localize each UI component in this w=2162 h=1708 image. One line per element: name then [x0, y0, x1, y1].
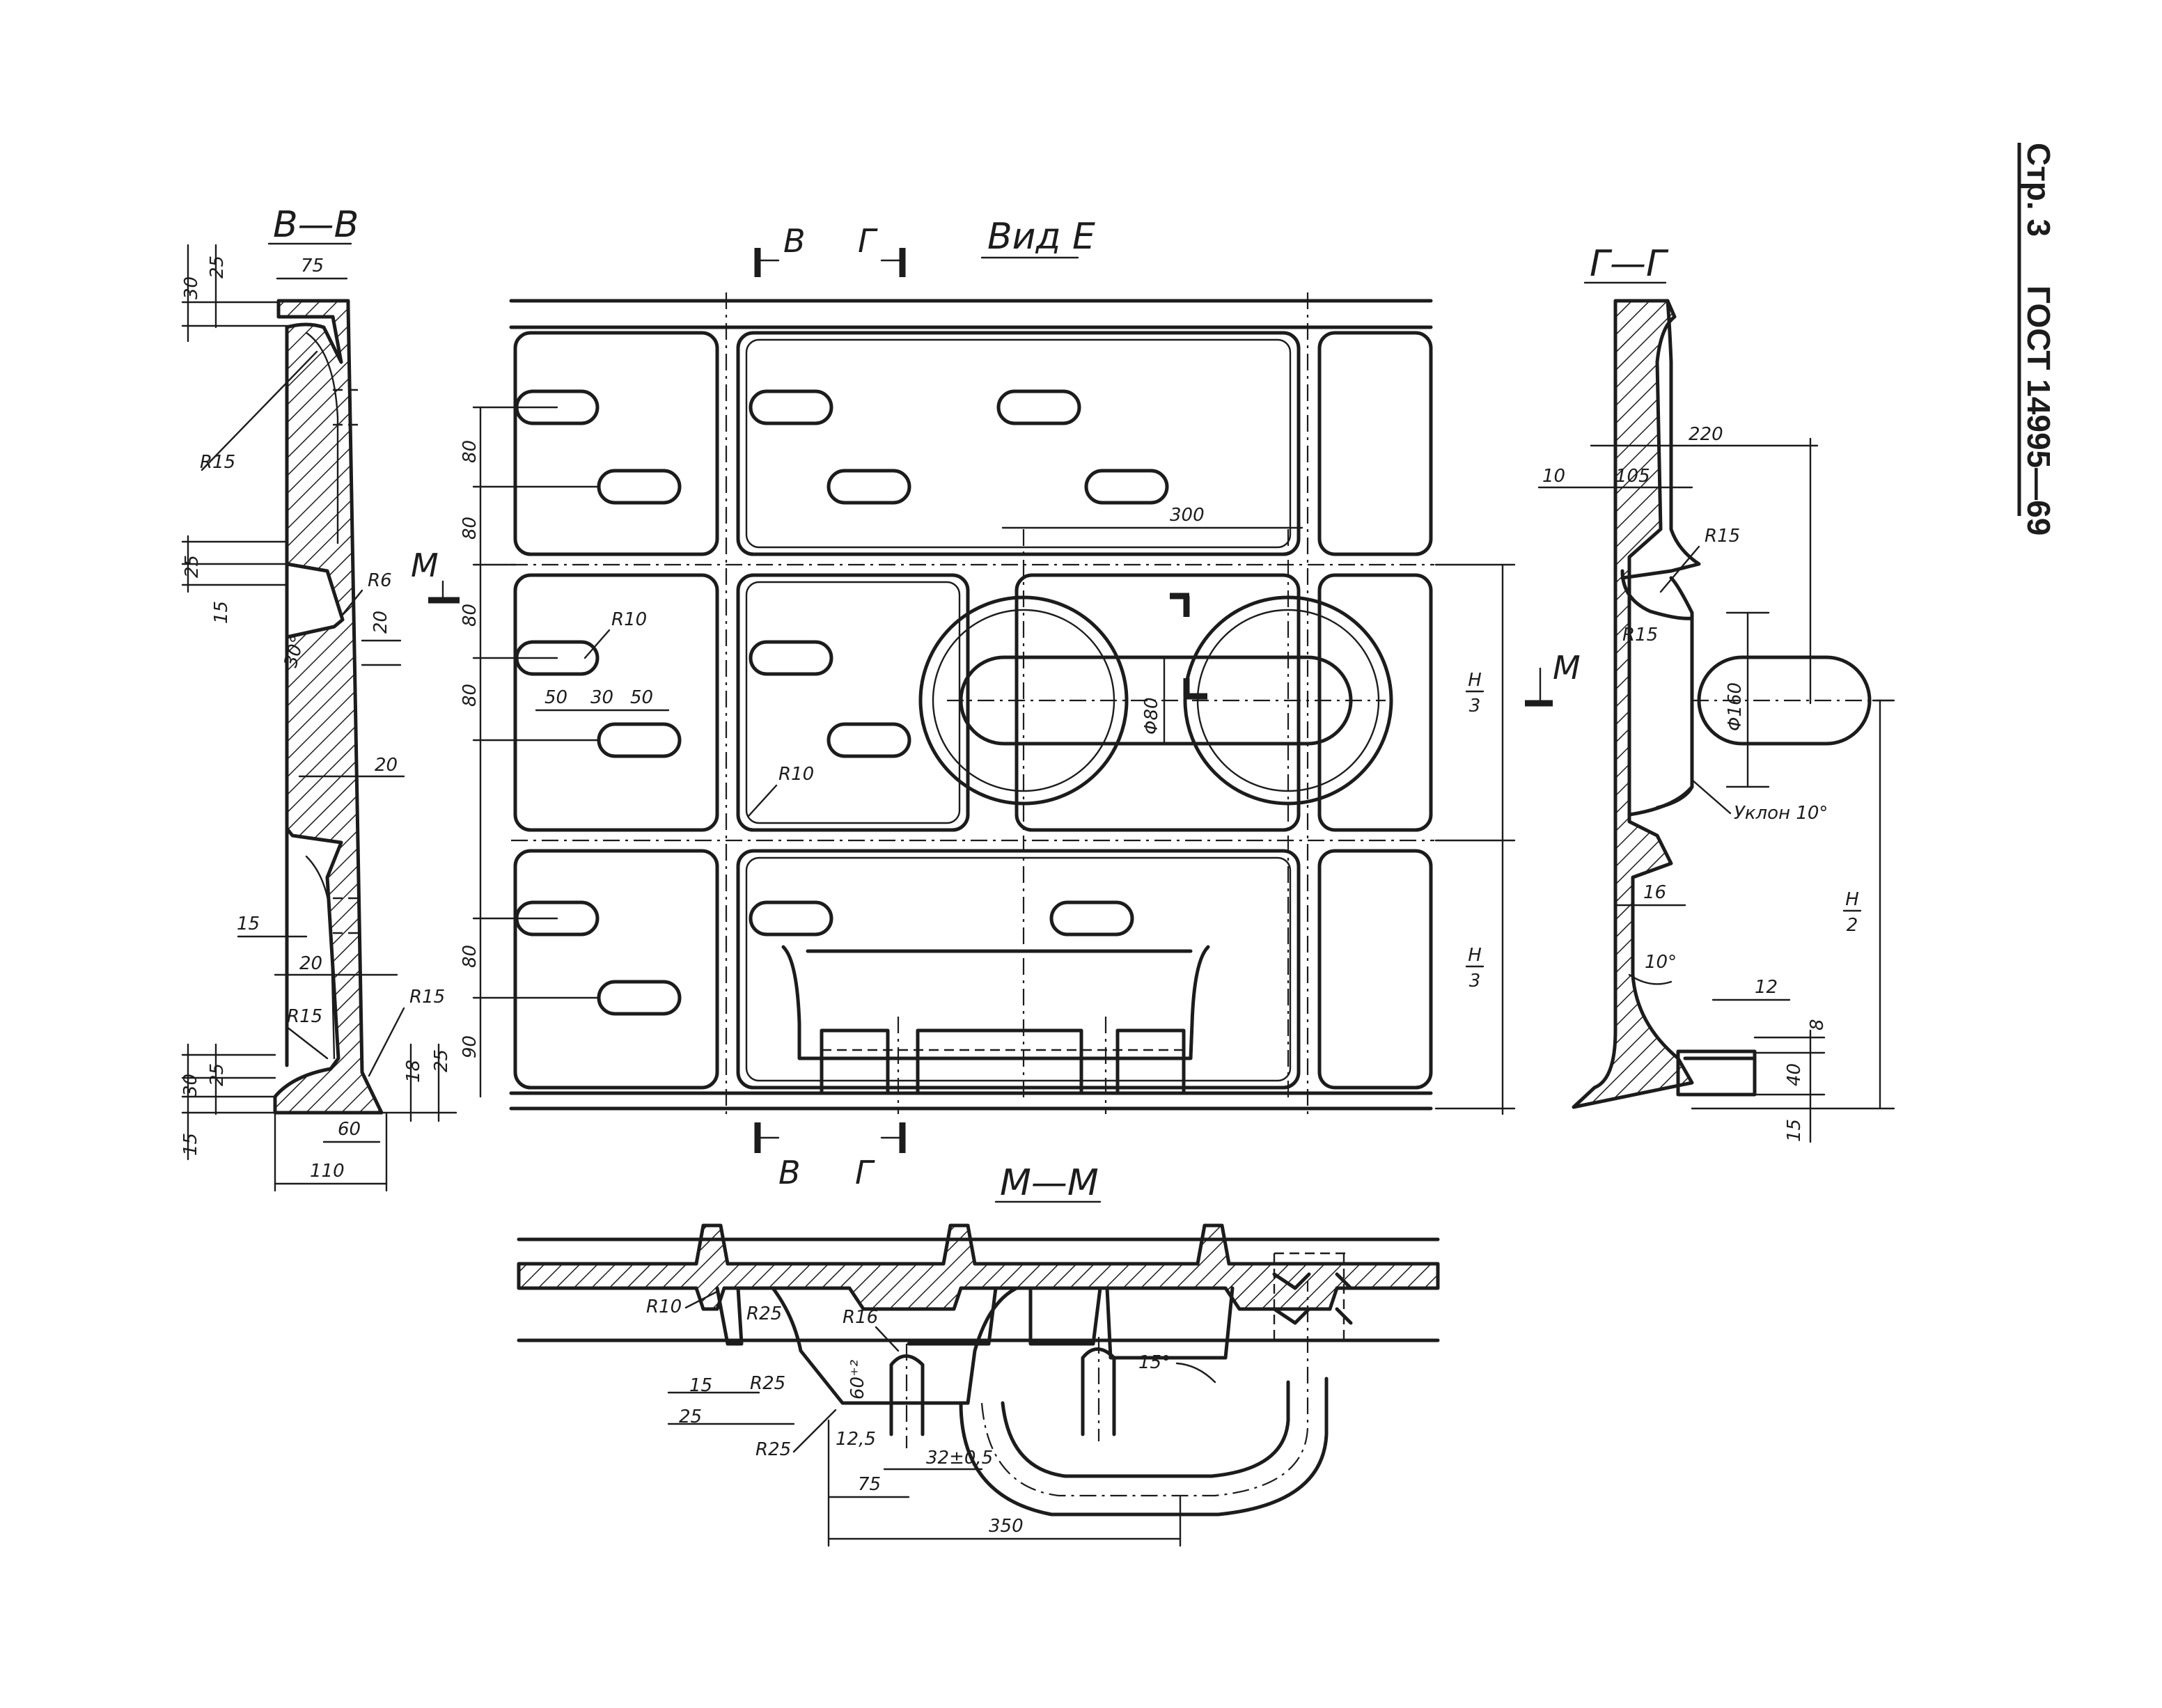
mm-dim-12-5: 12,5 — [836, 1429, 876, 1450]
bb-dim-bottom-18: 18 — [403, 1060, 424, 1083]
section-bb-title: В—В — [273, 204, 359, 246]
bb-dim-wall-20: 20 — [375, 755, 398, 776]
marker-b-bottom: В — [778, 1154, 801, 1191]
mm-dim-15: 15 — [689, 1375, 712, 1396]
bottom-recess — [781, 945, 1210, 1114]
marker-b-top: В — [783, 222, 806, 260]
mm-radius-r25-a: R25 — [746, 1303, 782, 1324]
e-dim-90: 90 — [460, 1035, 480, 1058]
gg-dim-8: 8 — [1807, 1019, 1828, 1031]
bb-dim-mid-15: 15 — [211, 601, 232, 624]
mm-radius-r10: R10 — [646, 1296, 682, 1317]
mm-dim-25: 25 — [679, 1407, 702, 1427]
svg-text:2: 2 — [1847, 915, 1858, 936]
section-gg-view: Г—Г 220 10 105 R15 R15 Φ160 Уклон 10° М … — [1525, 243, 1895, 1143]
marker-m-left: М — [411, 547, 439, 584]
section-mm-title: М—М — [1000, 1162, 1099, 1204]
section-mm-plate — [517, 1223, 1440, 1311]
mm-dim-75: 75 — [858, 1474, 881, 1495]
svg-text:3: 3 — [1469, 696, 1481, 716]
e-radius-r10-bottom: R10 — [778, 764, 814, 785]
e-dim-80-b: 80 — [460, 517, 480, 540]
mm-dim-32: 32±0,5 — [926, 1448, 993, 1468]
t-slots — [515, 389, 1169, 1016]
gg-dim-40: 40 — [1784, 1063, 1805, 1086]
section-gg-wall — [1572, 299, 1694, 1109]
bb-dim-bottom-15: 15 — [180, 1133, 201, 1156]
e-dim-300: 300 — [1170, 505, 1205, 526]
bb-dim-top-25: 25 — [207, 256, 228, 279]
lifting-bosses — [918, 529, 1393, 1100]
bb-dim-rib-20b: 20 — [299, 953, 322, 974]
gg-dim-15: 15 — [1784, 1119, 1805, 1142]
e-dim-80-e: 80 — [460, 945, 480, 968]
view-e: Вид Е В Г В Г — [411, 216, 1516, 1191]
marker-g-bottom: Г — [855, 1154, 875, 1191]
gg-radius-r15-a: R15 — [1705, 526, 1740, 547]
svg-text:3: 3 — [1469, 971, 1481, 992]
svg-text:H: H — [1468, 670, 1482, 691]
gg-dim-220: 220 — [1689, 424, 1723, 445]
mm-dim-350: 350 — [989, 1516, 1024, 1537]
bb-radius-bottom-left: R15 — [287, 1006, 322, 1027]
section-mm-view: М—М R10 R25 R16 R25 60⁺² 15° 15 25 R25 — [517, 1162, 1440, 1547]
gg-slope: Уклон 10° — [1734, 803, 1828, 824]
marker-g-top: Г — [858, 222, 878, 260]
bb-dim-bottom-60: 60 — [338, 1119, 361, 1140]
page-header: Стр. 3 ГОСТ 14995—69 — [2017, 143, 2057, 535]
e-dim-30: 30 — [590, 687, 613, 708]
e-dim-80-d: 80 — [460, 684, 480, 707]
gg-angle-10: 10° — [1645, 952, 1677, 973]
gg-dim-10: 10 — [1542, 466, 1565, 487]
bb-dim-mid-25: 25 — [182, 555, 203, 578]
e-dim-phi80: Φ80 — [1141, 697, 1162, 735]
e-radius-r10-top: R10 — [611, 609, 647, 630]
bb-dim-top-30: 30 — [181, 276, 202, 299]
page-number-label: Стр. 3 — [2021, 143, 2057, 237]
e-dim-h3-a: H 3 — [1465, 670, 1485, 716]
e-dim-h3-b: H 3 — [1465, 945, 1485, 992]
bb-radius-bottom-right: R15 — [409, 987, 445, 1008]
svg-text:H: H — [1845, 889, 1859, 910]
standard-label: ГОСТ 14995—69 — [2021, 285, 2057, 535]
bb-dim-bottom-25: 25 — [207, 1063, 228, 1086]
bb-dim-bottom-30: 30 — [180, 1074, 201, 1097]
bb-dim-bottom-25b: 25 — [431, 1049, 452, 1072]
view-e-title: Вид Е — [987, 216, 1095, 258]
marker-m-right: М — [1553, 649, 1581, 687]
mm-radius-r25-c: R25 — [755, 1439, 791, 1460]
gg-dim-12: 12 — [1755, 977, 1778, 998]
bb-dim-bottom-110: 110 — [310, 1161, 345, 1182]
e-dim-50-b: 50 — [630, 687, 653, 708]
bb-radius-r6: R6 — [368, 570, 392, 591]
e-dim-80-a: 80 — [460, 440, 480, 463]
gg-radius-r15-b: R15 — [1622, 625, 1658, 645]
gg-dim-16: 16 — [1643, 882, 1666, 903]
plate-cells — [513, 331, 1433, 1090]
bb-dim-top-75: 75 — [301, 256, 324, 276]
gg-dim-phi160: Φ160 — [1725, 682, 1746, 731]
gg-dim-h2: H 2 — [1842, 889, 1862, 936]
mm-radius-r16: R16 — [843, 1307, 878, 1328]
svg-text:H: H — [1468, 945, 1482, 966]
mm-dim-60: 60⁺² — [847, 1360, 868, 1400]
mm-radius-r25-b: R25 — [750, 1373, 785, 1394]
gg-dim-105: 105 — [1615, 466, 1650, 487]
section-bb-wall — [273, 299, 384, 1115]
bb-dim-rib-20: 20 — [370, 611, 391, 634]
bb-dim-rib-15: 15 — [237, 914, 260, 934]
mm-angle-15: 15° — [1138, 1352, 1170, 1373]
e-dim-80-c: 80 — [460, 604, 480, 627]
section-gg-title: Г—Г — [1590, 243, 1669, 285]
e-dim-50-a: 50 — [545, 687, 567, 708]
section-bb-view: В—В 30 25 75 R15 25 15 R6 30° 20 20 — [180, 204, 457, 1192]
bb-radius-top: R15 — [200, 452, 235, 473]
